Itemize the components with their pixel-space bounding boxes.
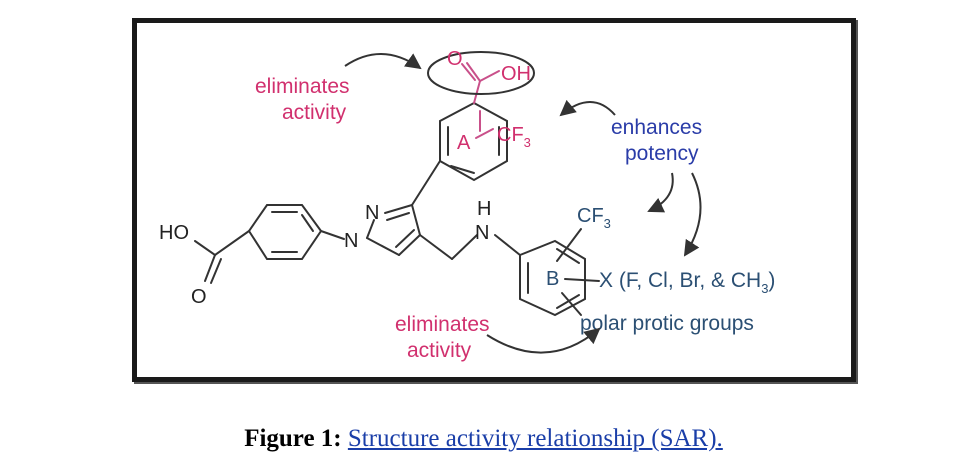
atom-oh-top: OH (501, 63, 531, 85)
arrow-enhances-to-cf3 (647, 172, 674, 213)
label-enhances-2: potency (625, 142, 699, 165)
label-eliminates-bottom-2: activity (407, 339, 472, 362)
arrow-eliminates-top (344, 53, 422, 70)
figure-frame: O OH A CF3 N N HO O (132, 18, 856, 382)
arrow-enhances-to-x (683, 172, 702, 257)
label-polar-protic: polar protic groups (580, 312, 754, 335)
caption-prefix: Figure 1: (244, 425, 342, 452)
atom-h-nh: H (477, 198, 491, 220)
arrow-eliminates-bottom (486, 327, 601, 354)
label-eliminates-top-1: eliminates (255, 75, 350, 98)
ring-b (519, 239, 586, 317)
atom-n-nh: N (475, 222, 489, 244)
atom-n-lower: N (344, 230, 358, 252)
label-enhances-1: enhances (611, 116, 702, 139)
atom-ring-a: A (457, 132, 471, 154)
atom-n-upper: N (365, 202, 379, 224)
ring-left (247, 204, 323, 260)
cooh-highlight-ellipse (427, 51, 535, 95)
sar-diagram: O OH A CF3 N N HO O (159, 48, 775, 362)
label-eliminates-bottom-1: eliminates (395, 313, 490, 336)
figure-caption: Figure 1: Structure activity relationshi… (0, 425, 967, 453)
arrow-enhances-to-a (559, 99, 616, 117)
pyrazole-ring (366, 204, 421, 256)
atom-cf3-b: CF3 (577, 205, 611, 231)
label-eliminates-top-2: activity (282, 101, 347, 124)
atom-ring-b: B (546, 268, 559, 290)
atom-ho-left: HO (159, 222, 189, 244)
atom-o-top: O (447, 48, 463, 70)
label-halogens: X (F, Cl, Br, & CH3) (599, 269, 775, 296)
atom-cf3-a: CF3 (497, 124, 531, 150)
atom-o-left: O (191, 286, 207, 308)
caption-title-link[interactable]: Structure activity relationship (SAR). (347, 425, 723, 452)
ring-a (439, 80, 508, 182)
